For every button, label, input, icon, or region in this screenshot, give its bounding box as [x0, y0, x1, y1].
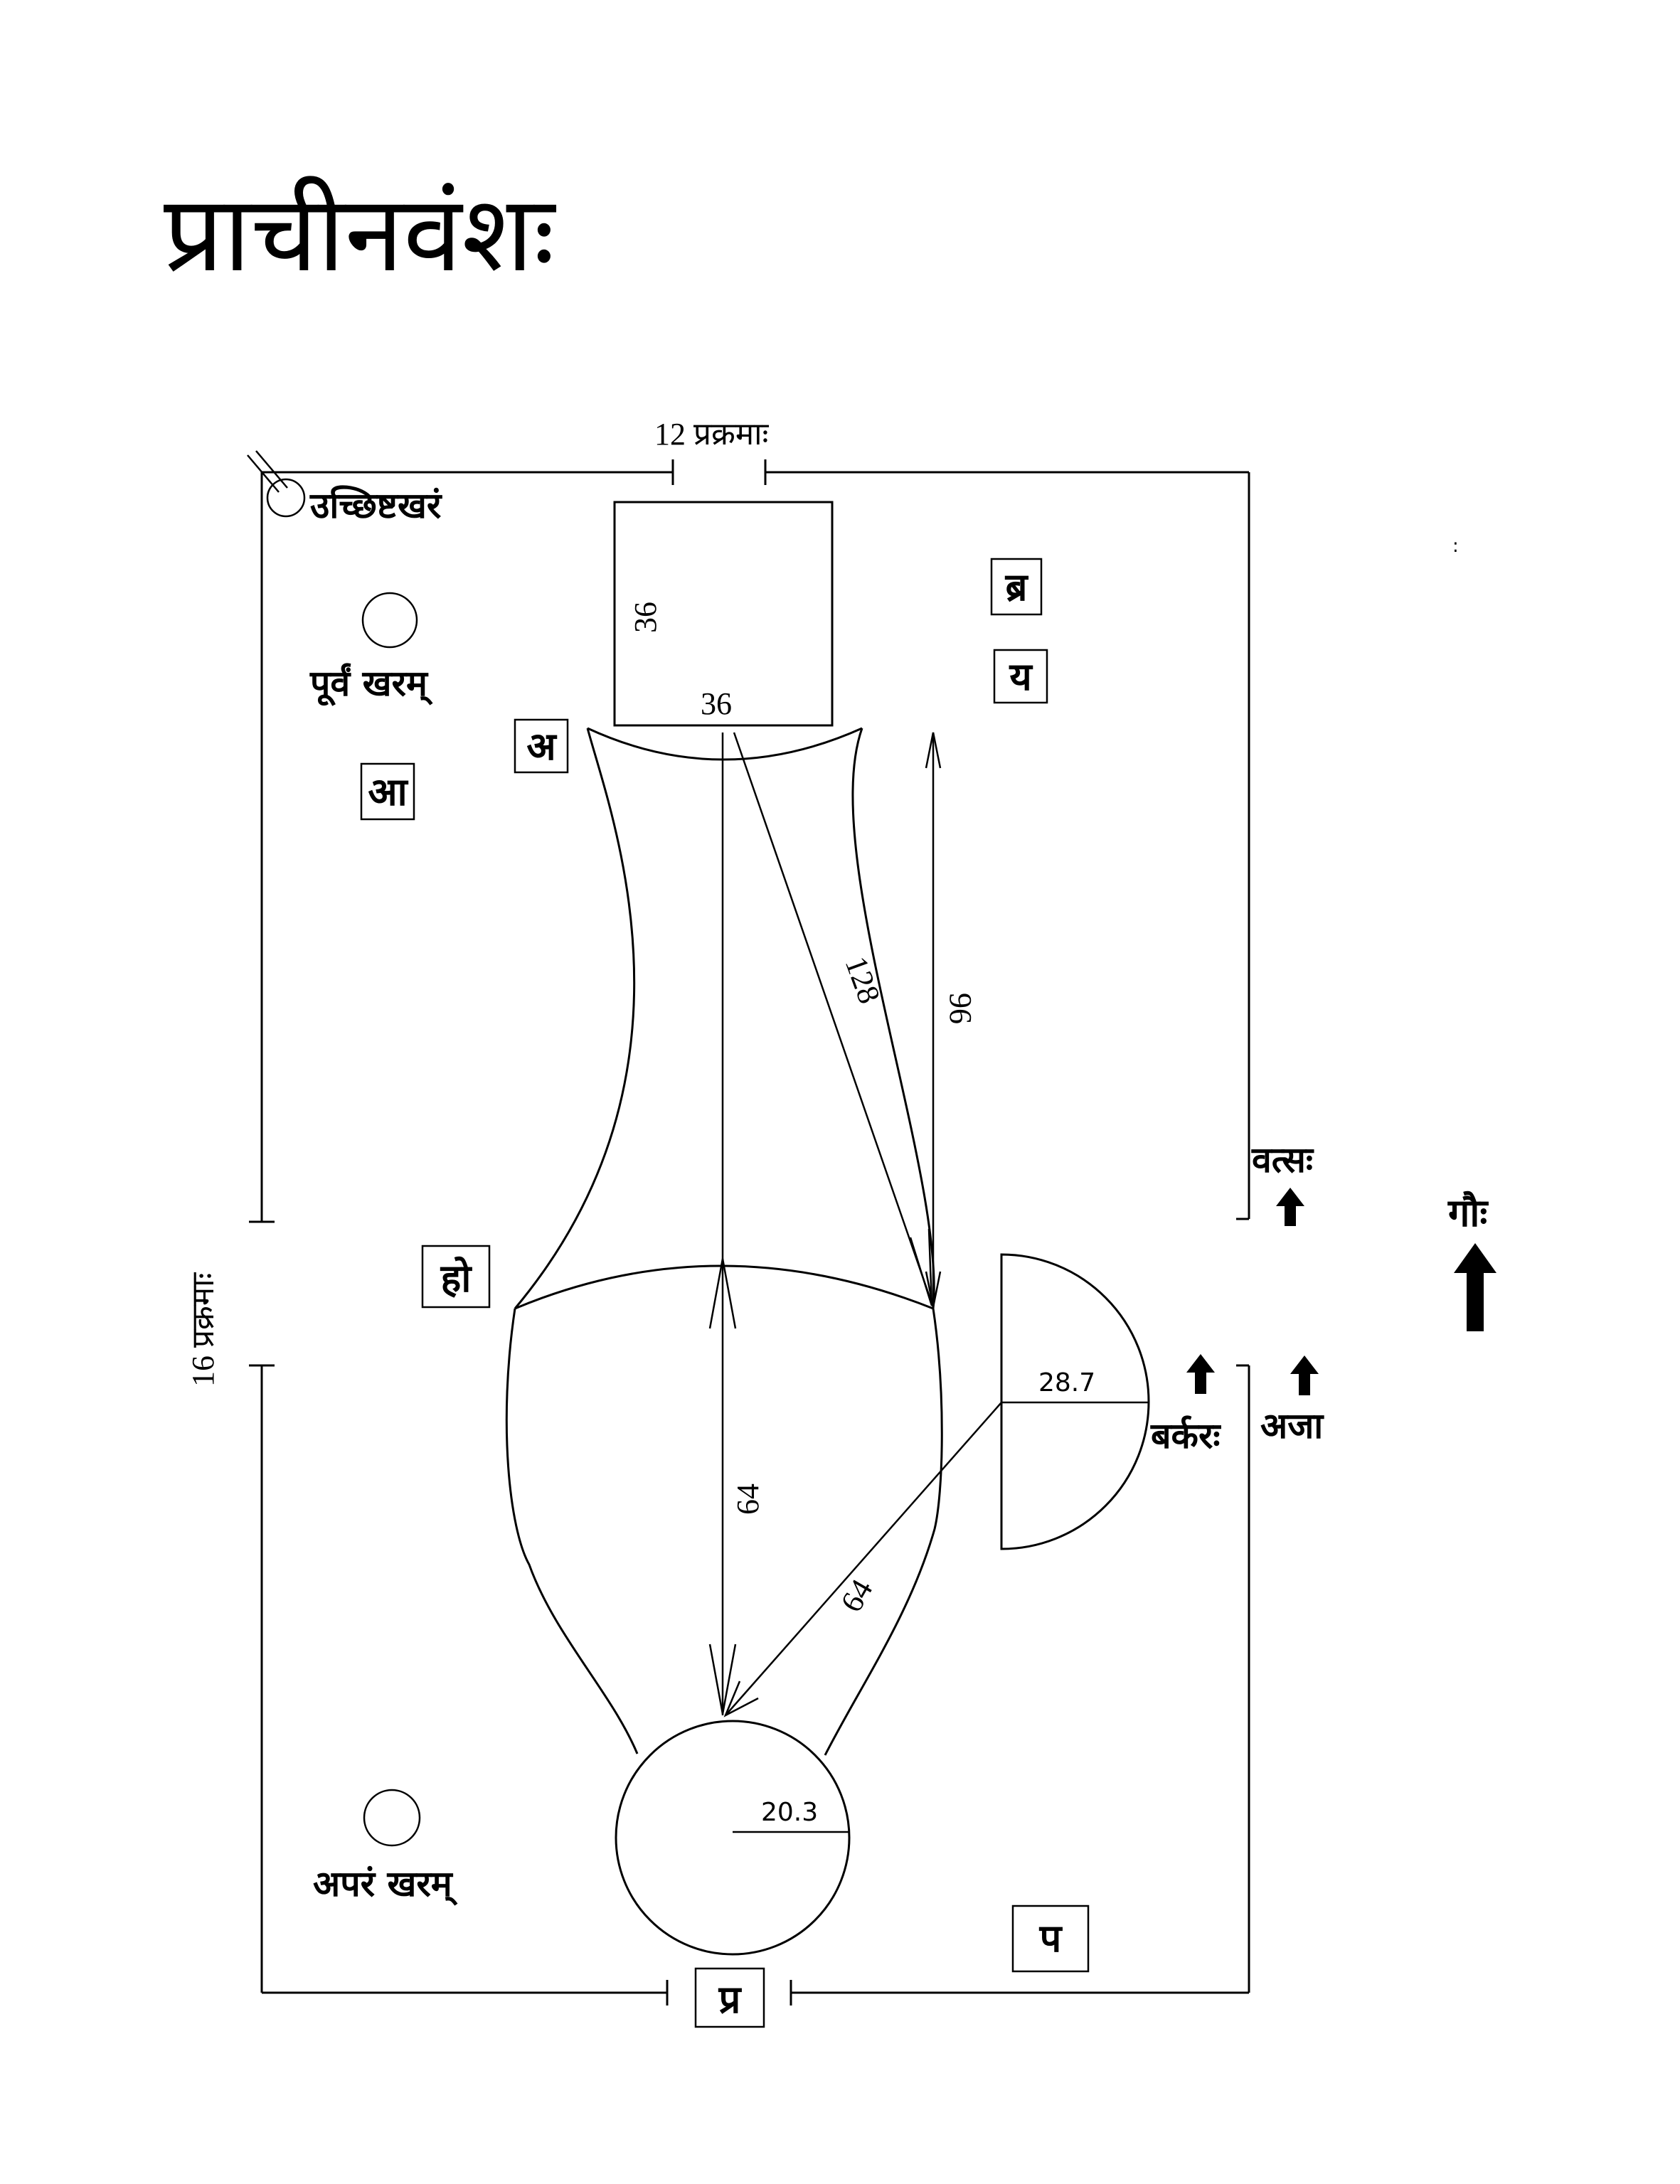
label-box-aa: आ [360, 762, 415, 821]
circle-hearth [615, 1720, 851, 1956]
semicircle-hearth [1000, 1253, 1150, 1550]
vatsa-label: वत्सः [1251, 1139, 1314, 1181]
square-base-label: 36 [701, 686, 732, 721]
svg-text:प्र: प्र [718, 1976, 743, 2022]
label-box-ya: य [993, 649, 1048, 704]
aja-label: अजा [1260, 1405, 1324, 1447]
diagonal-arrow [909, 1228, 933, 1306]
vedi-outline [505, 727, 943, 1756]
diagonal-lower-arrow [723, 1680, 759, 1717]
aja-arrow-icon [1290, 1355, 1319, 1395]
vertical-label: 96 [943, 993, 978, 1024]
square-side-label: 36 [628, 602, 663, 633]
gau-label: गौः [1447, 1190, 1489, 1235]
vertical-arrow-top [925, 732, 942, 769]
svg-text:अ: अ [526, 723, 557, 769]
enclosure-outline [249, 459, 1250, 2005]
label-box-brahma: ब्र [990, 558, 1043, 616]
label-box-a: अ [514, 718, 569, 774]
svg-text:प: प [1039, 1915, 1063, 1961]
purva-khara-circle [361, 592, 418, 649]
svg-text:य: य [1009, 654, 1033, 699]
svg-text:आ: आ [368, 769, 408, 814]
label-box-pra: प्र [694, 1967, 765, 2028]
circle-radius-label: 20.3 [761, 1798, 818, 1827]
barkara-arrow-icon [1186, 1354, 1215, 1394]
diagonal-lower-line [725, 1402, 1002, 1716]
vedi-length-label: 64 [730, 1483, 765, 1515]
diagonal-lower-label: 64 [834, 1573, 879, 1618]
uchchhishta-khara-marker [247, 450, 306, 518]
apara-khara-circle [363, 1789, 421, 1847]
side-length-label: 16 प्रक्रमाः [186, 1272, 220, 1387]
vatsa-arrow-icon [1276, 1188, 1304, 1226]
diagonal-line [733, 732, 935, 1308]
top-width-label: 12 प्रक्रमाः [654, 417, 770, 452]
svg-text:हो: हो [440, 1255, 473, 1301]
semicircle-radius-label: 28.7 [1038, 1368, 1095, 1397]
label-box-ho: हो [421, 1245, 491, 1309]
gau-arrow-icon [1454, 1243, 1496, 1331]
barkara-label: बर्करः [1150, 1415, 1221, 1456]
page-title: प्राचीनवंशः [164, 173, 555, 295]
vedi-length-arrow-bottom [708, 1644, 737, 1715]
purva-khara-label: पूर्वं खरम् [309, 662, 433, 706]
square-hearth [613, 501, 834, 727]
stray-mark: : [1452, 536, 1459, 557]
vedi-length-arrow-top [708, 1258, 737, 1329]
label-box-pa: प [1011, 1905, 1090, 1973]
diagonal-label: 128 [839, 952, 888, 1008]
vertical-arrow-bottom [925, 1271, 942, 1308]
apara-khara-label: अपरं खरम् [313, 1863, 458, 1906]
uchchhishta-khara-label: उच्छिष्टखरं [309, 484, 442, 526]
svg-text:ब्र: ब्र [1005, 564, 1029, 609]
